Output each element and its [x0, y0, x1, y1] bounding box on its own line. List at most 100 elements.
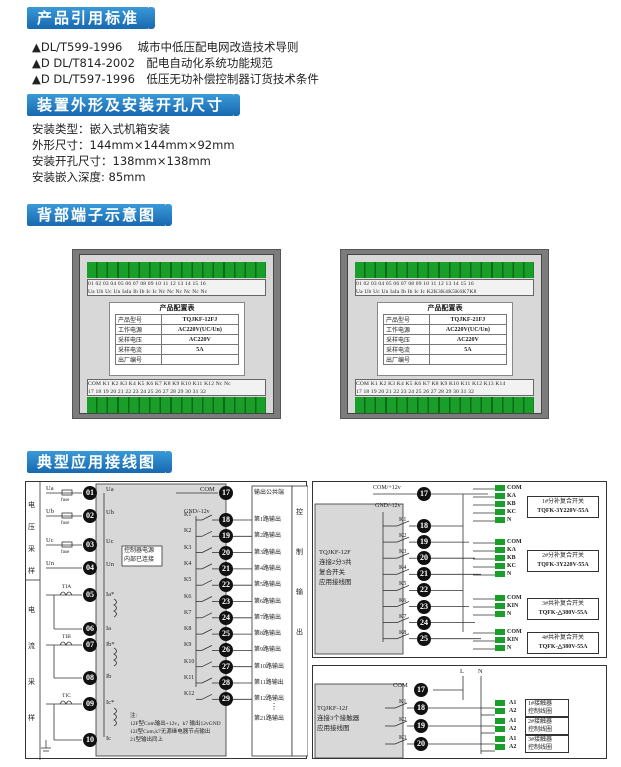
terminal-numbers-bottom: COM K1 K2 K3 K4 K5 K6 K7 K8 K9 K10 K11 K… [355, 379, 534, 396]
k-label: K7 [184, 609, 192, 616]
contactor-name-line: 3#接触器 [528, 737, 553, 743]
output-circle: 19 [219, 529, 233, 544]
contactor-pin: A2 [509, 744, 517, 750]
term-label: Ia* [106, 591, 115, 598]
install-line: 安装类型：嵌入式机箱安装 [32, 122, 170, 136]
k-label: K2 [184, 528, 192, 535]
install-line: 外形尺寸：144mm×144mm×92mm [32, 138, 235, 152]
fuse-label: fuse [61, 498, 70, 503]
switch-pin: N [507, 571, 512, 577]
contactor-pin: A2 [509, 708, 517, 714]
k-label: K3 [184, 544, 192, 551]
k-label: K4 [184, 560, 192, 567]
output-circle: 23 [417, 599, 431, 614]
output-circle: 21 [417, 567, 431, 582]
switch-pin: COM [507, 595, 522, 601]
switch-pin: KB [507, 501, 516, 507]
switch-terminal [495, 629, 505, 653]
k-label: K11 [184, 675, 195, 681]
k-label: K7 [399, 613, 407, 620]
term-label: Ic [106, 735, 112, 742]
input-label: Uc [46, 537, 54, 544]
switch-pin: COM [507, 485, 522, 491]
terminal-numbers-bottom: COM K1 K2 K3 K4 K5 K6 K7 K8 K9 K10 K11 K… [87, 379, 266, 396]
terminal-diagram-1: 01 02 03 04 05 06 07 08 09 10 11 12 13 1… [72, 249, 281, 419]
term-label: Ua [106, 486, 114, 493]
output-circle: 27 [219, 659, 233, 674]
com-circle: 17 [414, 683, 428, 697]
k-label: K5 [399, 581, 407, 588]
switch-pin: N [507, 611, 512, 617]
k-label: K10 [184, 658, 195, 665]
output-label: 第3路输出 [254, 549, 282, 556]
com-label: COM/+12v [373, 485, 401, 491]
switch-name-line: 3#共补复合开关 [541, 601, 584, 607]
terminal-strip-bottom [87, 397, 266, 413]
terminal-circle: 02 [83, 509, 97, 523]
install-line: 安装开孔尺寸：138mm×138mm [32, 154, 211, 168]
k-label: K6 [399, 597, 407, 604]
output-circle: 26 [219, 643, 233, 658]
switch-model: TQFK-△380V-55A [538, 644, 588, 650]
output-circle: 20 [414, 737, 428, 751]
com-label: COM [393, 682, 408, 689]
k-label: K2 [399, 717, 407, 723]
switch-pin: KA [507, 547, 516, 553]
switch-pin: KIN [507, 637, 519, 643]
contactor-name-line: 1#接触器 [528, 701, 553, 707]
k-label: K4 [399, 565, 407, 572]
switch-pin: KC [507, 509, 516, 515]
term-label: Un [106, 561, 114, 568]
fuse-label: fuse [61, 521, 70, 526]
k-label: K3 [399, 735, 407, 741]
k-label: K8 [399, 629, 407, 636]
input-label: Un [46, 560, 54, 567]
switch-name-line: 2#分补复合开关 [541, 553, 584, 559]
output-circle: 24 [417, 615, 431, 630]
output-circle: 20 [417, 551, 431, 566]
output-label: 第5路输出 [254, 582, 282, 589]
wiring-lines [26, 482, 308, 760]
output-label: 第1路输出 [254, 517, 282, 523]
gnd-label: GND/-12v [184, 509, 210, 515]
contactor-pin: A2 [509, 726, 517, 732]
output-circle: 22 [219, 578, 233, 593]
standards-heading: 产品引用标准 [27, 7, 156, 29]
terminal-circle: 10 [83, 733, 97, 747]
contactor-terminal [495, 736, 505, 752]
contactor-name: 3#接触器控制线圈 [525, 735, 569, 753]
output-label: 第9路输出 [254, 647, 282, 654]
standard-line: ▲D DL/T814-2002 配电自动化系统功能规范 [32, 56, 273, 70]
terminal-circle: 03 [83, 538, 97, 552]
contactor-name: 2#接触器控制线圈 [525, 717, 569, 735]
output-circle: 19 [414, 719, 428, 733]
control-side-label: 控制 输出 [296, 508, 303, 636]
dots: ⋮ [270, 702, 278, 711]
switch-name-line: 4#共补复合开关 [541, 635, 584, 641]
switch-pin: KA [507, 493, 516, 499]
output-label: 第6路输出 [254, 598, 282, 605]
contactor-pin: A1 [509, 718, 517, 724]
power-note: 控制器电源内部已连接 [124, 548, 155, 563]
output-circle: 23 [219, 594, 233, 609]
terminal-heading: 背部端子示意图 [27, 204, 173, 226]
output-21-label: 第21路输出 [254, 716, 285, 722]
output-circle: 19 [417, 535, 431, 550]
ct-label: TIB [62, 634, 71, 640]
wiring-lines [314, 676, 495, 759]
com-label: COM [200, 486, 215, 493]
terminal-strip-top [87, 262, 266, 278]
terminal-numbers-top: 01 02 03 04 05 06 07 08 09 10 11 12 13 1… [87, 279, 266, 296]
output-circle: 21 [219, 561, 233, 576]
contactor-name-line: 控制线圈 [528, 745, 553, 751]
switch-terminal [495, 595, 505, 619]
output-circle: 28 [219, 676, 233, 690]
contactor-name-line: 控制线圈 [528, 727, 553, 733]
switch-pin: KC [507, 563, 516, 569]
current-side-label: 电流 采样 [28, 606, 35, 722]
term-label: Ub [106, 509, 114, 516]
terminal-circle: 08 [83, 671, 97, 685]
